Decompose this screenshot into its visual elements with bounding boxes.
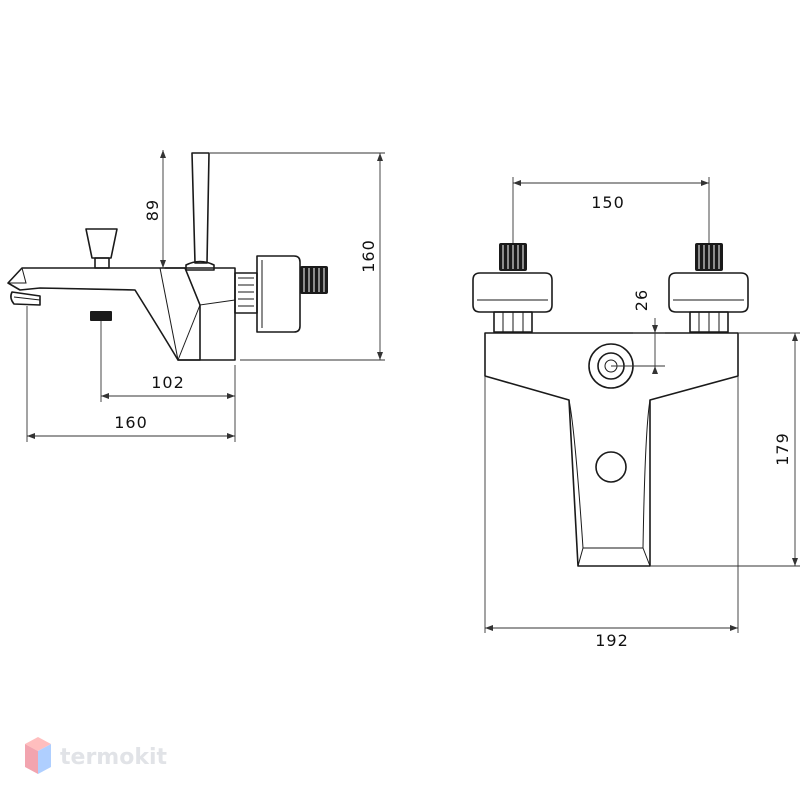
side-escutcheon — [256, 255, 301, 333]
diverter-circle — [595, 451, 627, 483]
front-right-escutcheon — [668, 272, 749, 313]
diverter-knob — [85, 228, 118, 259]
side-view-dimensions: 89 160 102 160 — [26, 150, 385, 442]
aerator — [10, 291, 41, 306]
dim-side-160-horizontal: 160 — [114, 413, 148, 432]
side-view — [7, 152, 328, 361]
dim-front-150: 150 — [591, 193, 625, 212]
front-view — [472, 243, 749, 567]
front-body — [484, 332, 739, 567]
dim-front-192: 192 — [595, 631, 629, 650]
front-left-escutcheon — [472, 272, 553, 313]
dim-front-179: 179 — [773, 432, 792, 466]
dim-front-26: 26 — [632, 289, 651, 311]
lever — [191, 152, 210, 264]
front-view-dimensions: 150 26 179 192 — [484, 177, 800, 650]
side-body — [164, 267, 236, 361]
dim-side-160-vertical: 160 — [359, 239, 378, 273]
watermark-logo: termokit — [25, 737, 167, 774]
watermark-text: termokit — [60, 745, 167, 770]
shower-outlet-thread — [90, 311, 112, 321]
dim-side-102: 102 — [151, 373, 185, 392]
dim-side-89: 89 — [143, 199, 162, 221]
